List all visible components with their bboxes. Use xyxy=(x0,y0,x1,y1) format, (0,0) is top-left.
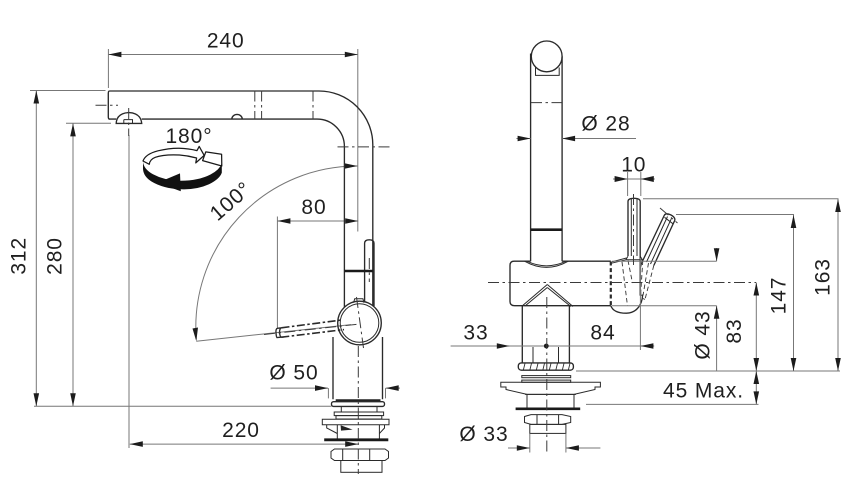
svg-text:45 Max.: 45 Max. xyxy=(663,380,744,403)
svg-text:Ø 28: Ø 28 xyxy=(581,113,630,136)
svg-text:220: 220 xyxy=(222,419,260,442)
svg-text:84: 84 xyxy=(590,322,615,345)
svg-text:180°: 180° xyxy=(165,125,212,148)
svg-text:147: 147 xyxy=(768,277,791,315)
svg-text:240: 240 xyxy=(207,29,245,52)
svg-text:312: 312 xyxy=(8,237,31,275)
svg-text:163: 163 xyxy=(812,258,835,296)
svg-text:83: 83 xyxy=(723,318,746,343)
svg-text:80: 80 xyxy=(301,196,326,219)
svg-text:33: 33 xyxy=(463,322,488,345)
svg-text:Ø 50: Ø 50 xyxy=(269,362,318,385)
svg-text:Ø 33: Ø 33 xyxy=(459,423,508,446)
svg-text:10: 10 xyxy=(621,154,646,177)
svg-text:Ø 43: Ø 43 xyxy=(692,310,715,359)
svg-text:280: 280 xyxy=(44,237,67,275)
svg-text:100°: 100° xyxy=(206,177,257,225)
